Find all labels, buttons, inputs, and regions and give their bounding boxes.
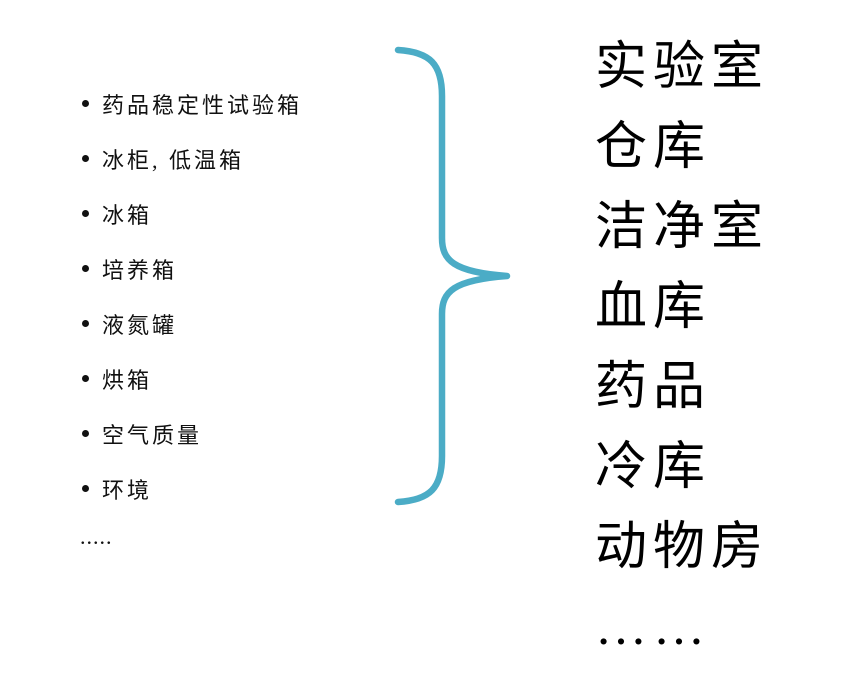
equipment-label: 液氮罐 [102,312,178,338]
equipment-list-item: 液氮罐 [82,296,302,351]
equipment-list: 药品稳定性试验箱 冰柜, 低温箱 冰箱 培养箱 液氮罐 烘箱 空气质量 环境 [82,76,302,516]
location-item: 药品 [595,359,712,416]
equipment-list-item: 空气质量 [82,406,302,461]
bullet-icon [82,375,89,382]
equipment-label: 培养箱 [102,257,178,283]
bullet-icon [82,485,89,492]
equipment-label: 烘箱 [102,367,153,393]
location-item: 实验室 [595,39,770,96]
equipment-label: 药品稳定性试验箱 [102,92,303,118]
bullet-icon [82,320,89,327]
equipment-list-item: 冰箱 [82,186,302,241]
equipment-list-item: 冰柜, 低温箱 [82,131,302,186]
location-list-ellipsis: …… [595,599,711,656]
location-item: 动物房 [595,519,770,576]
equipment-list-item: 环境 [82,461,302,516]
equipment-list-ellipsis: ..... [80,524,113,549]
location-item: 血库 [595,279,712,336]
location-list: 实验室 仓库 洁净室 血库 药品 冷库 动物房 …… [595,28,769,668]
location-item: 冷库 [595,439,712,496]
location-item: 洁净室 [595,199,770,256]
bullet-icon [82,155,89,162]
equipment-label: 环境 [102,477,153,503]
equipment-list-item: 药品稳定性试验箱 [82,76,302,131]
bullet-icon [82,210,89,217]
equipment-label: 冰箱 [102,202,153,228]
bullet-icon [82,100,89,107]
curly-brace-icon [394,46,511,506]
location-item: 仓库 [595,119,712,176]
bullet-icon [82,430,89,437]
equipment-list-item: 培养箱 [82,241,302,296]
bullet-icon [82,265,89,272]
curly-brace-path [394,46,511,506]
equipment-list-item: 烘箱 [82,351,302,406]
equipment-label: 空气质量 [102,422,203,448]
equipment-label: 冰柜, 低温箱 [102,147,245,173]
